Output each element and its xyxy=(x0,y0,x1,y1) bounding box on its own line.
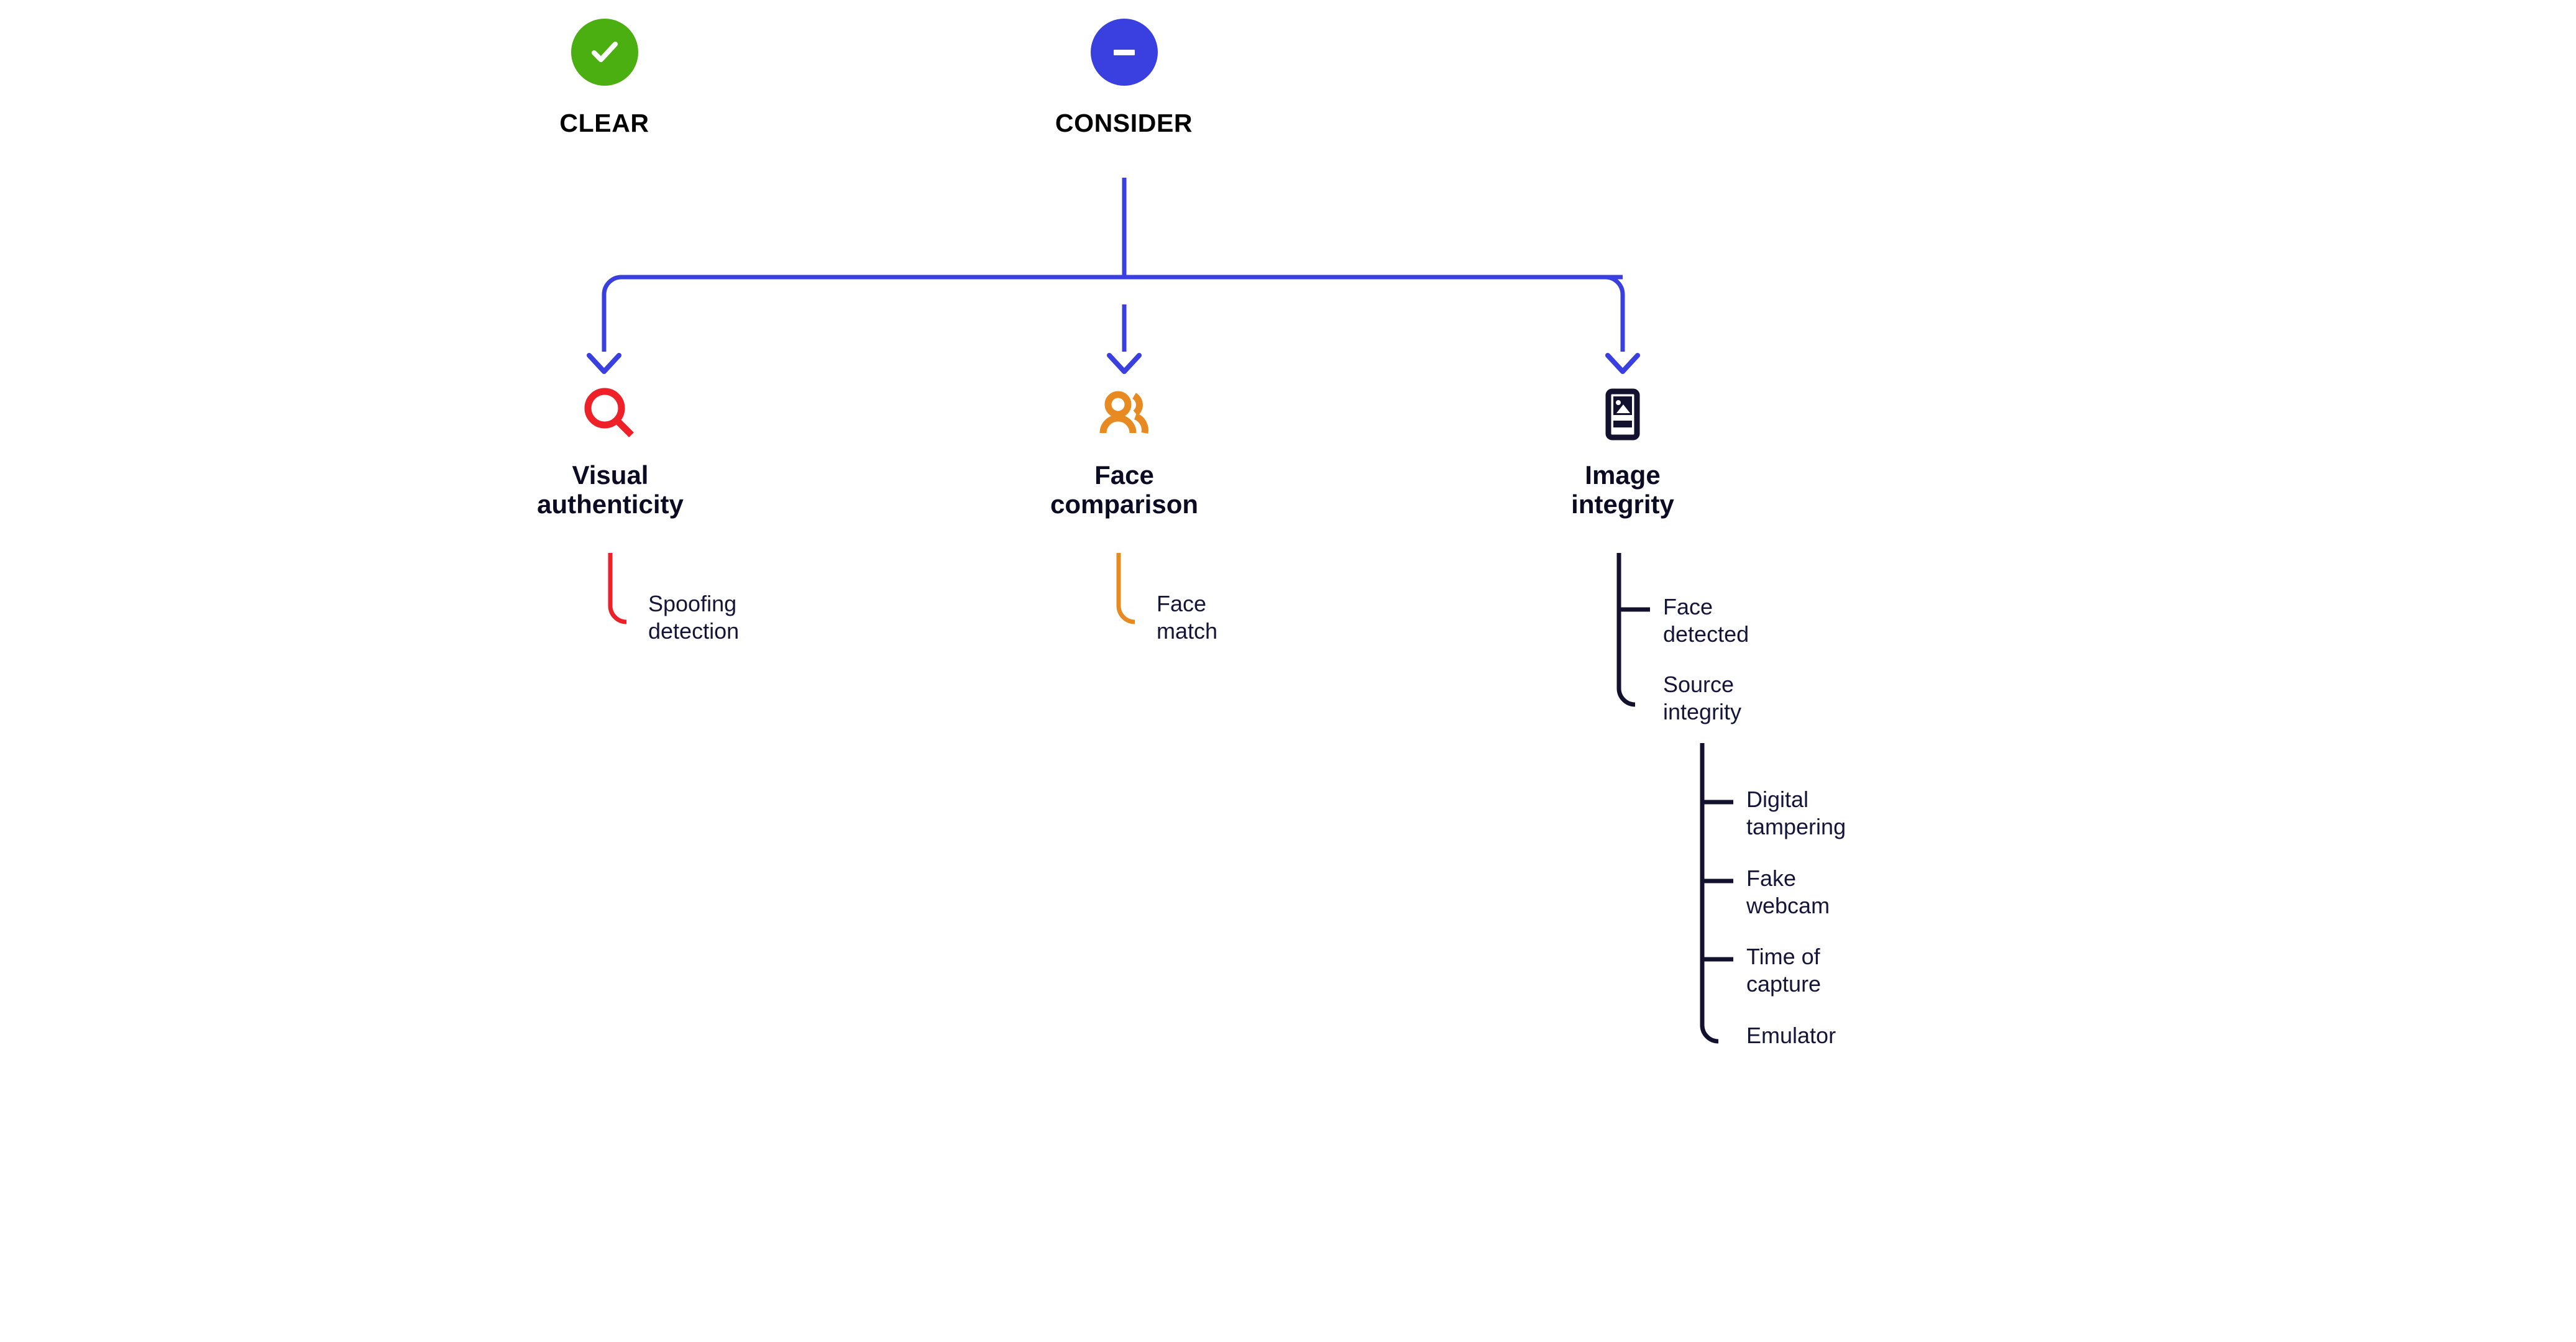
status-clear[interactable]: CLEAR xyxy=(522,19,687,136)
minus-circle-icon xyxy=(1090,19,1158,86)
status-consider-label: CONSIDER xyxy=(1055,109,1193,137)
leaf-time-of-capture[interactable]: Time of capture xyxy=(1746,944,1822,997)
check-circle-icon xyxy=(571,19,638,86)
leaf-fake-webcam[interactable]: Fake webcam xyxy=(1746,865,1830,918)
two-people-icon xyxy=(1092,382,1157,447)
chevron-down-icon-1 xyxy=(587,353,621,374)
node-visual-authenticity[interactable]: Visual authenticity xyxy=(467,382,753,519)
node-image-integrity[interactable]: Image integrity xyxy=(1480,382,1766,519)
connector-image-integrity-spine xyxy=(1616,553,1636,707)
status-consider[interactable]: CONSIDER xyxy=(1042,19,1206,136)
branch-bar-right xyxy=(1124,275,1625,352)
branch-bar-left xyxy=(602,275,1623,352)
minus-glyph xyxy=(1113,50,1135,55)
check-glyph xyxy=(591,42,618,62)
chevron-down-icon-2 xyxy=(1107,353,1142,374)
node-visual-authenticity-title: Visual authenticity xyxy=(537,460,684,519)
connector-visual-authenticity xyxy=(608,553,627,624)
chevron-down-icon-3 xyxy=(1605,353,1640,374)
leaf-spoofing-detection[interactable]: Spoofing detection xyxy=(648,591,740,644)
leaf-digital-tampering[interactable]: Digital tampering xyxy=(1746,787,1846,839)
node-image-integrity-title: Image integrity xyxy=(1571,460,1674,519)
connector-source-integrity-spine xyxy=(1700,743,1719,1044)
node-face-comparison[interactable]: Face comparison xyxy=(981,382,1267,519)
image-frame-icon xyxy=(1590,382,1655,447)
leaf-emulator[interactable]: Emulator xyxy=(1746,1023,1836,1048)
leaf-source-integrity[interactable]: Source integrity xyxy=(1663,672,1742,724)
leaf-face-match[interactable]: Face match xyxy=(1157,591,1218,644)
node-face-comparison-title: Face comparison xyxy=(1050,460,1199,519)
magnifier-icon xyxy=(578,382,643,447)
leaf-face-detected[interactable]: Face detected xyxy=(1663,594,1749,647)
status-clear-label: CLEAR xyxy=(559,109,649,137)
connector-face-comparison xyxy=(1116,553,1135,624)
